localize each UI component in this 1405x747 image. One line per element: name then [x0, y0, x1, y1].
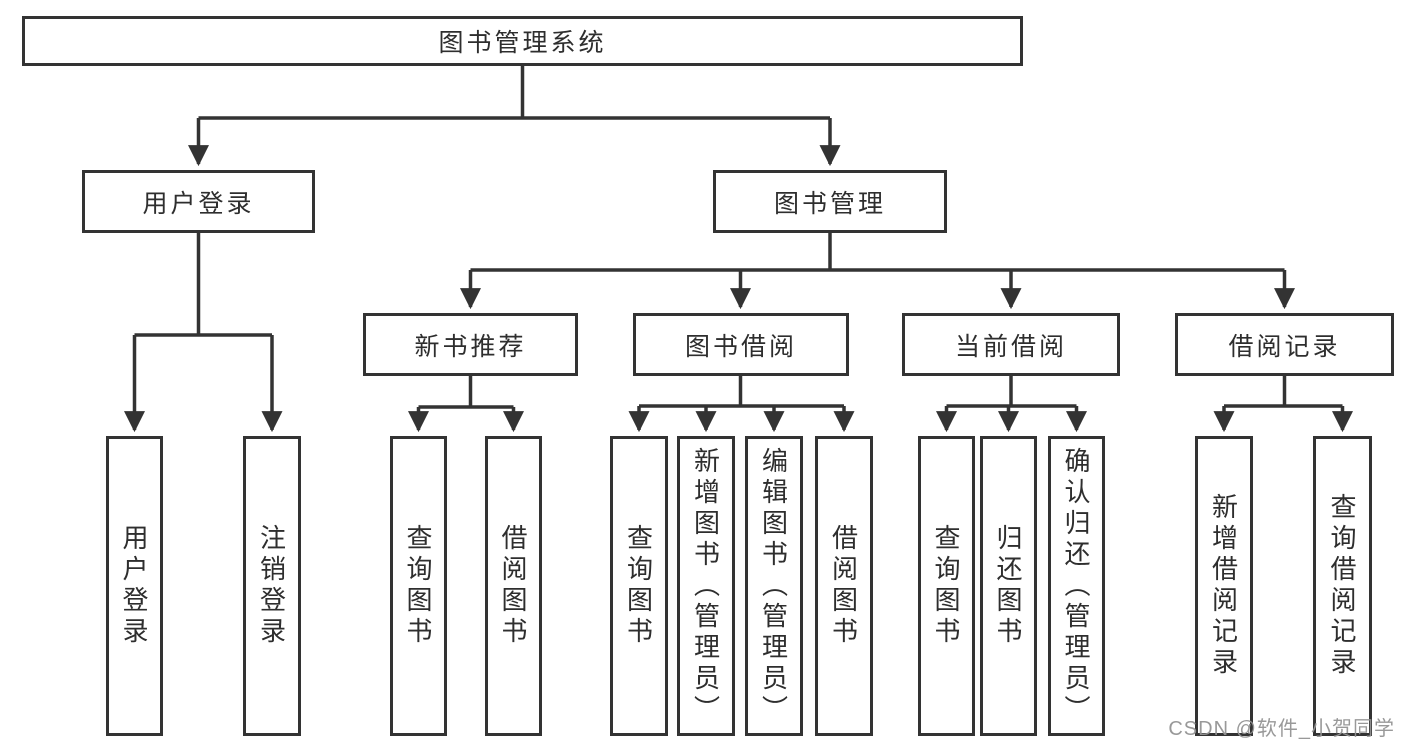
node-current-borrowing-label: 当前借阅 — [954, 332, 1067, 361]
node-leaf-add-borrow-record: 新增借阅记录 — [1195, 436, 1253, 736]
node-leaf-return-books: 归还图书 — [980, 436, 1037, 736]
node-borrowing-records: 借阅记录 — [1175, 313, 1394, 376]
node-leaf-add-books-admin: 新增图书（管理员） — [677, 436, 735, 736]
node-leaf-confirm-return-admin: 确认归还（管理员） — [1048, 436, 1105, 736]
node-leaf-user-login-label: 用户登录 — [119, 524, 149, 648]
node-leaf-query-books-recommend: 查询图书 — [390, 436, 447, 736]
node-leaf-edit-books-admin: 编辑图书（管理员） — [745, 436, 803, 736]
node-leaf-edit-books-admin-label: 编辑图书（管理员） — [758, 446, 789, 726]
node-leaf-borrow-books-borrowing: 借阅图书 — [815, 436, 873, 736]
node-new-book-recommend-label: 新书推荐 — [414, 332, 527, 361]
csdn-watermark: CSDN @软件_小贺同学 — [1168, 718, 1395, 740]
node-book-management-label: 图书管理 — [773, 189, 886, 218]
node-leaf-logout-label: 注销登录 — [256, 524, 287, 648]
node-leaf-query-borrow-record: 查询借阅记录 — [1313, 436, 1372, 736]
node-leaf-query-books-borrowing: 查询图书 — [610, 436, 668, 736]
node-user-login: 用户登录 — [82, 170, 315, 233]
node-leaf-query-books-current-label: 查询图书 — [931, 524, 961, 648]
node-leaf-add-books-admin-label: 新增图书（管理员） — [690, 446, 721, 726]
node-leaf-confirm-return-admin-label: 确认归还（管理员） — [1061, 446, 1091, 726]
node-leaf-borrow-books-borrowing-label: 借阅图书 — [828, 524, 859, 648]
node-leaf-user-login: 用户登录 — [106, 436, 163, 736]
node-leaf-query-books-recommend-label: 查询图书 — [403, 524, 433, 648]
node-leaf-query-borrow-record-label: 查询借阅记录 — [1327, 493, 1357, 679]
node-root-system-label: 图书管理系统 — [438, 29, 607, 57]
node-leaf-query-books-current: 查询图书 — [918, 436, 975, 736]
node-user-login-label: 用户登录 — [142, 189, 255, 218]
node-leaf-add-borrow-record-label: 新增借阅记录 — [1208, 493, 1239, 679]
node-leaf-borrow-books-recommend: 借阅图书 — [485, 436, 542, 736]
node-book-borrowing: 图书借阅 — [633, 313, 849, 376]
node-leaf-return-books-label: 归还图书 — [993, 524, 1023, 648]
node-root-system: 图书管理系统 — [22, 16, 1023, 66]
node-leaf-borrow-books-recommend-label: 借阅图书 — [498, 524, 528, 648]
node-book-borrowing-label: 图书借阅 — [684, 332, 797, 361]
node-borrowing-records-label: 借阅记录 — [1228, 332, 1341, 361]
node-leaf-query-books-borrowing-label: 查询图书 — [623, 524, 654, 648]
node-current-borrowing: 当前借阅 — [902, 313, 1120, 376]
node-leaf-logout: 注销登录 — [243, 436, 301, 736]
node-book-management: 图书管理 — [713, 170, 947, 233]
node-new-book-recommend: 新书推荐 — [363, 313, 578, 376]
